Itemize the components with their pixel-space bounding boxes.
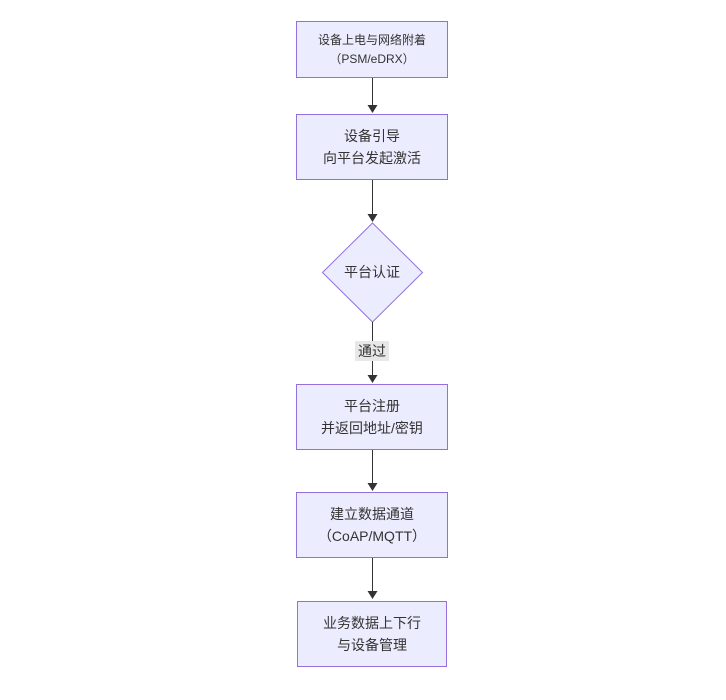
node-label-line: 平台注册 [344, 398, 400, 414]
arrowhead-a-b [367, 105, 378, 113]
node-label-line: 设备上电与网络附着 [317, 32, 426, 47]
arrowhead-d-e [367, 483, 378, 491]
node-data-channel: 建立数据通道 （CoAP/MQTT） [296, 492, 448, 558]
arrowhead-c-d [367, 375, 378, 383]
arrowhead-e-f [367, 591, 378, 599]
node-label-line: 并返回地址/密钥 [321, 420, 423, 436]
node-label-line: （PSM/eDRX） [329, 51, 415, 66]
node-platform-auth-label: 平台认证 [344, 264, 400, 280]
node-label-line: 向平台发起激活 [323, 150, 421, 166]
node-label-line: 与设备管理 [337, 637, 407, 653]
node-business-data: 业务数据上下行 与设备管理 [297, 601, 447, 667]
node-label-line: 设备引导 [344, 128, 400, 144]
node-label-line: 建立数据通道 [330, 506, 414, 522]
arrowhead-b-c [367, 214, 378, 222]
node-label-line: 业务数据上下行 [323, 615, 421, 631]
edge-label-pass: 通过 [355, 341, 389, 361]
node-power-on-attach: 设备上电与网络附着 （PSM/eDRX） [296, 21, 448, 78]
node-bootstrap-activate: 设备引导 向平台发起激活 [296, 114, 448, 180]
node-platform-register: 平台注册 并返回地址/密钥 [296, 384, 448, 450]
node-label-line: （CoAP/MQTT） [317, 528, 427, 544]
